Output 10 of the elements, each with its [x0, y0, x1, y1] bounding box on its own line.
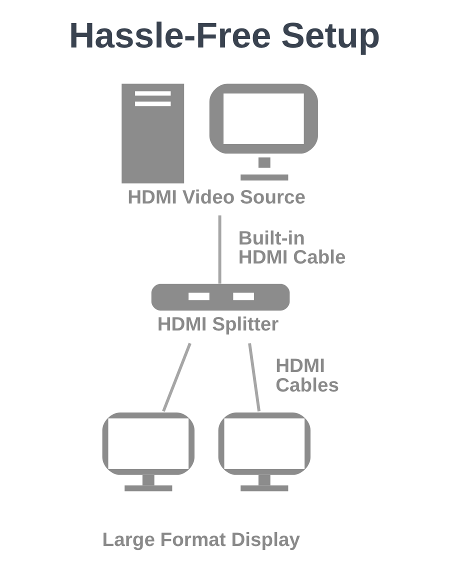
label: Large Format Display	[102, 530, 300, 552]
node-label: HDMI Splitter	[156, 314, 278, 336]
node-picture	[150, 284, 290, 311]
node-label: HDMI Video Source	[127, 187, 306, 208]
connector	[162, 342, 191, 412]
diagram-title: Hassle-Free Setup	[68, 16, 380, 56]
edge-label: HDMI Cables	[275, 356, 338, 396]
connector	[218, 215, 221, 284]
edge-label: Built-in HDMI Cable	[238, 228, 346, 269]
connector	[248, 343, 260, 412]
